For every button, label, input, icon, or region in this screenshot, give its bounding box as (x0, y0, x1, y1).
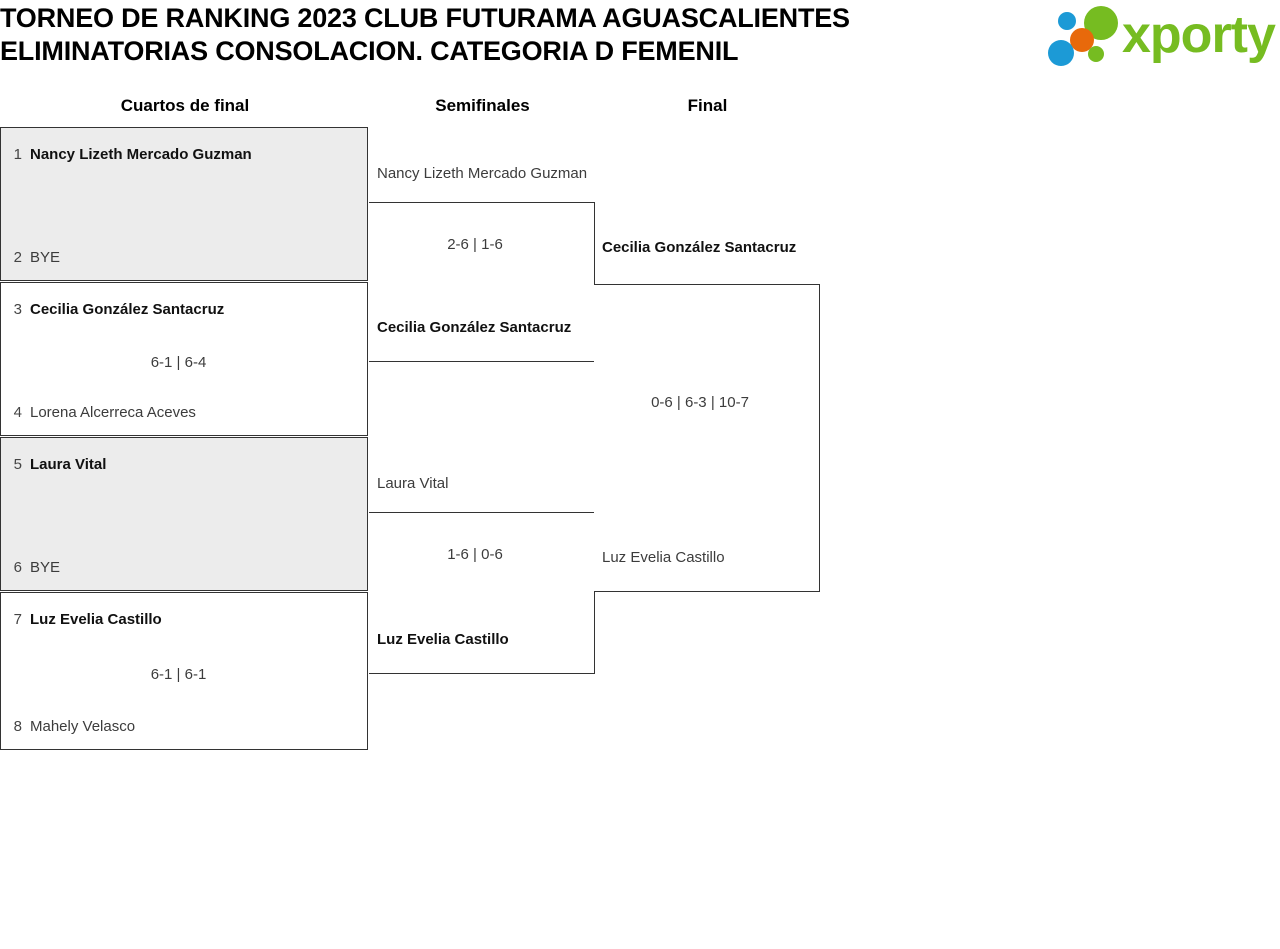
match-participant-bottom[interactable]: 4 Lorena Alcerreca Aceves (8, 404, 359, 422)
match-score: 6-1 | 6-1 (150, 666, 207, 683)
match-score: 0-6 | 6-3 | 10-7 (651, 394, 749, 411)
match-score: 6-1 | 6-4 (150, 354, 207, 371)
round-header-quarterfinals: Cuartos de final (120, 96, 250, 115)
player-name: Luz Evelia Castillo (30, 611, 162, 628)
match-participant-bottom[interactable]: 8 Mahely Velasco (8, 718, 359, 736)
seed-number: 8 (13, 718, 22, 735)
match-participant-bottom[interactable]: 2 BYE (8, 249, 359, 267)
round-header-semifinals: Semifinales (435, 96, 530, 115)
player-name: Lorena Alcerreca Aceves (30, 404, 196, 421)
logo-wordmark: xporty (1122, 6, 1276, 64)
xporty-dots-icon (1048, 6, 1126, 66)
match-participant-bottom[interactable]: 6 BYE (8, 559, 359, 577)
quarterfinal-match-2[interactable]: 3 Cecilia González Santacruz 4 Lorena Alce… (0, 282, 368, 436)
player-name: Cecilia González Santacruz (30, 301, 225, 318)
semifinal-match-1[interactable]: Nancy Lizeth Mercado Guzman 2-6 | 1-6 Ce… (369, 165, 595, 362)
player-name: Nancy Lizeth Mercado Guzman (30, 146, 252, 163)
seed-number: 1 (13, 146, 22, 163)
quarterfinal-match-3[interactable]: 5 Laura Vital 6 BYE (0, 437, 368, 591)
player-name: Mahely Velasco (30, 718, 136, 735)
seed-number: 4 (13, 404, 22, 421)
page-title-line-1: TORNEO DE RANKING 2023 CLUB FUTURAMA AGU… (0, 3, 850, 33)
player-name: Laura Vital (30, 456, 107, 473)
match-participant-top[interactable]: 3 Cecilia González Santacruz (8, 301, 359, 319)
match-participant-top[interactable]: 7 Luz Evelia Castillo (8, 611, 359, 629)
seed-number: 5 (13, 456, 22, 473)
quarterfinal-match-4[interactable]: 7 Luz Evelia Castillo 8 Mahely Velasco 6-1… (0, 592, 368, 750)
seed-number: 3 (13, 301, 22, 318)
page-title-line-2: ELIMINATORIAS CONSOLACION. CATEGORIA D F… (0, 36, 739, 66)
match-participant-top[interactable]: Cecilia González Santacruz (602, 239, 797, 256)
match-participant-top[interactable]: 5 Laura Vital (8, 456, 359, 474)
logo-dot-blue-top-icon (1058, 12, 1076, 30)
logo-dot-green-small-icon (1088, 46, 1104, 62)
player-name: BYE (30, 249, 61, 266)
match-score: 2-6 | 1-6 (447, 236, 503, 253)
match-participant-bottom[interactable]: Luz Evelia Castillo (377, 631, 509, 648)
xporty-logo: xporty (1048, 4, 1276, 68)
match-score: 1-6 | 0-6 (447, 546, 503, 563)
match-participant-top[interactable]: Laura Vital (377, 475, 449, 492)
final-match[interactable]: Cecilia González Santacruz 0-6 | 6-3 | 1… (594, 239, 820, 592)
round-header-final: Final (687, 96, 728, 115)
seed-number: 7 (13, 611, 22, 628)
semifinal-match-2[interactable]: Laura Vital 1-6 | 0-6 Luz Evelia Castill… (369, 475, 595, 674)
match-participant-top[interactable]: 1 Nancy Lizeth Mercado Guzman (8, 146, 359, 164)
match-participant-top[interactable]: Nancy Lizeth Mercado Guzman (377, 165, 588, 182)
seed-number: 6 (13, 559, 22, 576)
logo-dot-blue-bottom-icon (1048, 40, 1074, 66)
seed-number: 2 (13, 249, 22, 266)
player-name: BYE (30, 559, 61, 576)
match-participant-bottom[interactable]: Luz Evelia Castillo (602, 549, 725, 566)
page-title: TORNEO DE RANKING 2023 CLUB FUTURAMA AGU… (0, 2, 900, 68)
match-participant-bottom[interactable]: Cecilia González Santacruz (377, 319, 572, 336)
quarterfinal-match-1[interactable]: 1 Nancy Lizeth Mercado Guzman 2 BYE (0, 127, 368, 281)
